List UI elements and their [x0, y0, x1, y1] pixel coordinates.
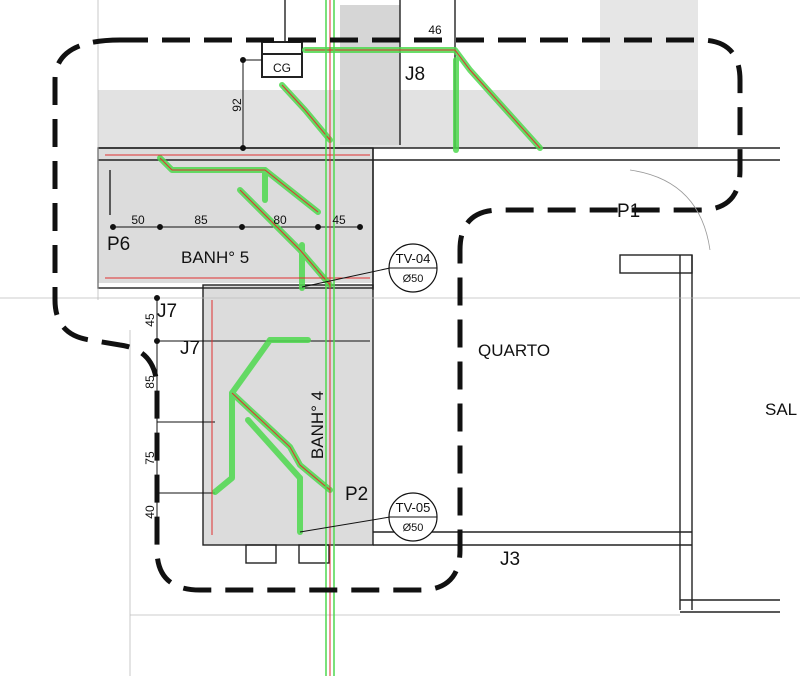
j7-label: J7: [157, 301, 177, 322]
dim-45-vertical: 45: [143, 313, 157, 327]
p2-label: P2: [345, 484, 368, 505]
tv-05-callout: [299, 492, 438, 542]
pipes: [105, 0, 543, 676]
dim-80: 80: [273, 213, 287, 227]
tv-04-diameter: Ø50: [403, 273, 424, 285]
dim-40: 40: [143, 505, 157, 519]
j8-label: J8: [405, 64, 425, 85]
cg-label: CG: [273, 61, 291, 75]
dim-50: 50: [131, 213, 145, 227]
room-bathroom-4: BANH° 4: [308, 391, 327, 459]
dim-85-vertical: 85: [143, 375, 157, 389]
dim-85: 85: [194, 213, 208, 227]
room-quarto: QUARTO: [478, 341, 550, 360]
tv-04-callout: [301, 243, 438, 293]
p1-label: P1: [617, 201, 640, 222]
tv-05-label: TV-05: [396, 500, 431, 515]
bathroom-4-floor: [203, 285, 373, 545]
tv-05-diameter: Ø50: [403, 522, 424, 534]
room-sala: SAL: [765, 400, 797, 419]
walls: [97, 0, 780, 613]
dim-75: 75: [143, 451, 157, 465]
dim-45: 45: [332, 213, 346, 227]
p6-label: P6: [107, 234, 130, 255]
dim-46: 46: [428, 23, 442, 37]
tv-04-label: TV-04: [396, 251, 431, 266]
fixture-block: [600, 0, 698, 90]
dim-92: 92: [230, 98, 244, 112]
area-boundary: [52, 37, 743, 593]
j7-label: J7: [180, 338, 200, 359]
room-bathroom-5: BANH° 5: [181, 248, 249, 267]
j3-label: J3: [500, 549, 520, 570]
fixture-block: [340, 5, 400, 145]
door-swing: [629, 169, 711, 251]
